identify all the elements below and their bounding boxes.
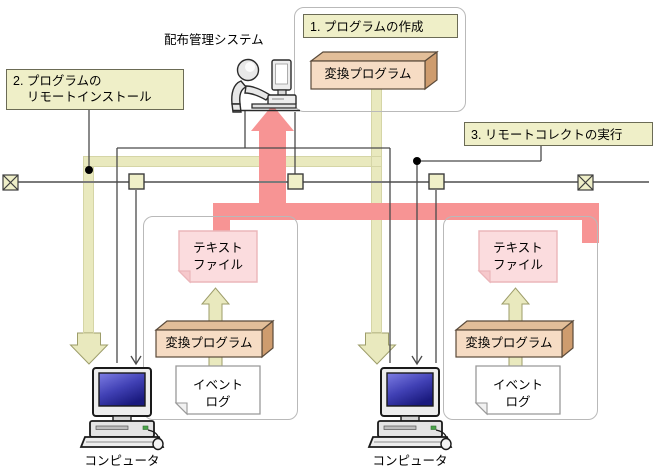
left-computer-caption: コンピュータ — [84, 454, 160, 468]
distribution-flow-path — [83, 88, 382, 341]
node-wire-arrowheads — [130, 355, 423, 366]
network-tap-1-icon[interactable] — [128, 173, 145, 190]
distribution-arrowheads — [69, 332, 397, 365]
bus-terminator-right-icon — [577, 174, 594, 191]
junction-dot-left — [85, 166, 93, 174]
left-program-box-label: 変換プログラム — [165, 336, 253, 350]
right-event-log-label: イベント ログ — [492, 378, 543, 409]
bus-terminator-left-icon — [2, 174, 19, 191]
left-event-log-label: イベント ログ — [192, 378, 243, 409]
distribution-system-title: 配布管理システム — [164, 33, 264, 47]
left-computer-icon — [79, 367, 165, 451]
right-program-box-shape — [454, 319, 575, 359]
left-text-file-shape — [177, 230, 258, 284]
left-node-group-box — [143, 216, 298, 420]
manager-program-box-label: 変換プログラム — [324, 67, 412, 81]
left-text-file-label: テキスト ファイル — [192, 241, 243, 272]
manager-group-box — [294, 7, 466, 112]
network-tap-2-icon[interactable] — [287, 173, 304, 190]
right-event-log-shape — [474, 365, 561, 416]
right-program-box-label: 変換プログラム — [465, 336, 553, 350]
person-at-workstation-icon — [231, 58, 300, 113]
callout-step-3[interactable]: 3. リモートコレクトの実行 — [464, 122, 653, 146]
right-computer-caption: コンピュータ — [372, 454, 448, 468]
right-node-group-box — [443, 216, 598, 420]
callout-step-2[interactable]: 2. プログラムの リモートインストール — [6, 69, 184, 110]
node-wires — [88, 110, 542, 363]
collect-arrowhead — [251, 105, 294, 131]
left-event-log-shape — [174, 365, 261, 416]
network-tap-3-icon[interactable] — [428, 173, 445, 190]
callout-step-1[interactable]: 1. プログラムの作成 — [303, 14, 458, 38]
right-computer-icon — [367, 367, 453, 451]
right-text-file-shape — [477, 230, 558, 284]
junction-dot-right — [413, 157, 421, 165]
left-program-box-shape — [154, 319, 275, 359]
manager-program-box-shape — [309, 50, 439, 91]
right-text-file-label: テキスト ファイル — [492, 241, 543, 272]
